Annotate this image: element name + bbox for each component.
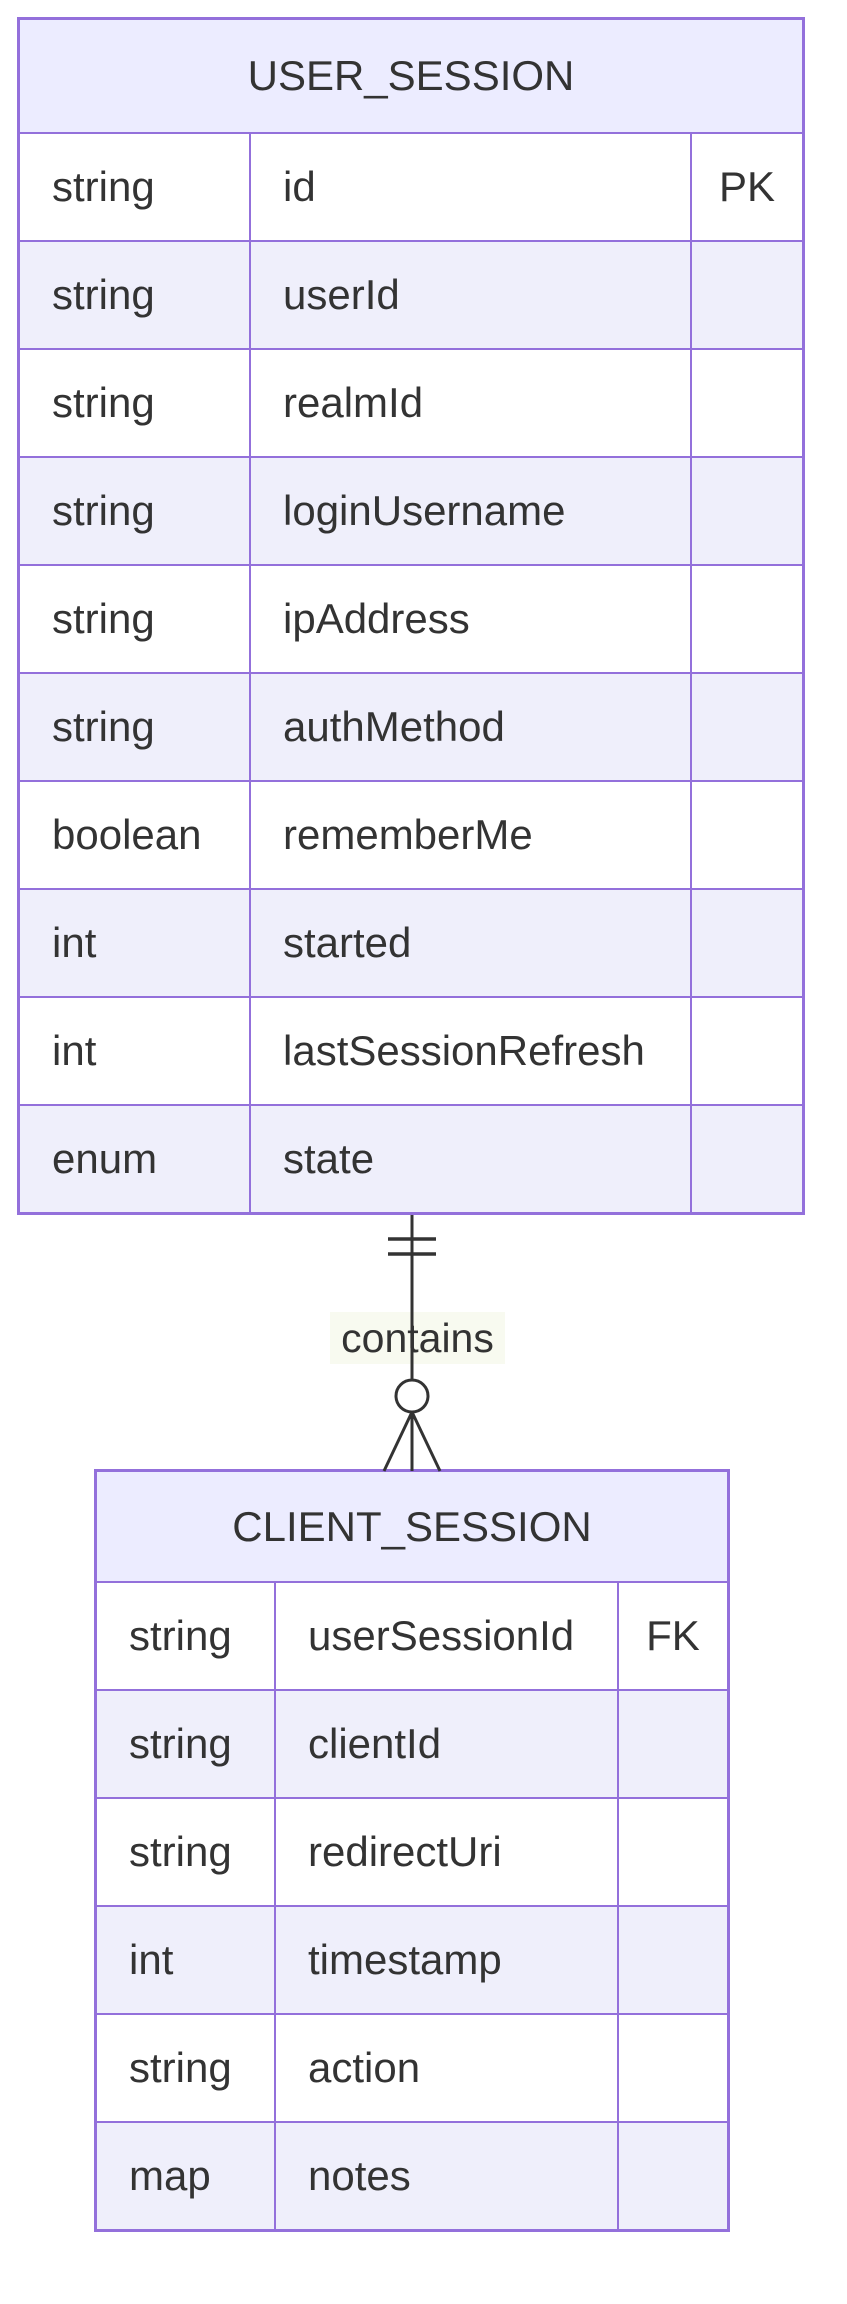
attribute-key-cell: PK: [692, 134, 802, 240]
relationship-label-background: [330, 1312, 505, 1364]
attribute-name-cell: state: [251, 1106, 690, 1212]
entity-user-session: USER_SESSION string id PK string userId …: [17, 17, 805, 1215]
attribute-key-cell: [692, 566, 802, 672]
attribute-type-cell: string: [20, 350, 249, 456]
attribute-name-cell: rememberMe: [251, 782, 690, 888]
attribute-type-cell: int: [20, 890, 249, 996]
attribute-name-cell: loginUsername: [251, 458, 690, 564]
relationship-label: contains: [341, 1314, 494, 1361]
attribute-name-cell: realmId: [251, 350, 690, 456]
attribute-name-cell: notes: [276, 2123, 617, 2229]
attribute-name-cell: userId: [251, 242, 690, 348]
attribute-type-cell: boolean: [20, 782, 249, 888]
attribute-type-cell: string: [97, 1691, 274, 1797]
attribute-key-cell: [692, 458, 802, 564]
entity-title: CLIENT_SESSION: [97, 1472, 727, 1581]
attribute-type-cell: map: [97, 2123, 274, 2229]
attribute-key-cell: [619, 2015, 727, 2121]
attribute-name-cell: id: [251, 134, 690, 240]
crow-foot-icon: [382, 1411, 442, 1472]
attribute-type-cell: string: [97, 1799, 274, 1905]
attribute-key-cell: [619, 1799, 727, 1905]
attribute-key-cell: [692, 998, 802, 1104]
cardinality-one-and-only-one-icon: [388, 1237, 436, 1256]
attribute-key-cell: [692, 890, 802, 996]
attribute-key-cell: [692, 674, 802, 780]
attribute-name-cell: started: [251, 890, 690, 996]
attribute-key-cell: [619, 1907, 727, 2013]
attribute-key-cell: [692, 1106, 802, 1212]
attribute-name-cell: ipAddress: [251, 566, 690, 672]
cardinality-zero-circle-icon: [394, 1378, 430, 1414]
attribute-type-cell: string: [97, 2015, 274, 2121]
attribute-key-cell: [692, 350, 802, 456]
attribute-type-cell: string: [20, 242, 249, 348]
attribute-type-cell: string: [97, 1583, 274, 1689]
attribute-name-cell: lastSessionRefresh: [251, 998, 690, 1104]
attribute-type-cell: string: [20, 458, 249, 564]
entity-client-session: CLIENT_SESSION string userSessionId FK s…: [94, 1469, 730, 2232]
attribute-type-cell: string: [20, 566, 249, 672]
attribute-name-cell: redirectUri: [276, 1799, 617, 1905]
entity-title: USER_SESSION: [20, 20, 802, 132]
attribute-type-cell: int: [20, 998, 249, 1104]
attribute-type-cell: enum: [20, 1106, 249, 1212]
attribute-name-cell: clientId: [276, 1691, 617, 1797]
attribute-type-cell: int: [97, 1907, 274, 2013]
attribute-type-cell: string: [20, 674, 249, 780]
attribute-name-cell: action: [276, 2015, 617, 2121]
attribute-type-cell: string: [20, 134, 249, 240]
attribute-name-cell: timestamp: [276, 1907, 617, 2013]
attribute-name-cell: userSessionId: [276, 1583, 617, 1689]
attribute-key-cell: [692, 782, 802, 888]
attribute-name-cell: authMethod: [251, 674, 690, 780]
attribute-key-cell: [619, 1691, 727, 1797]
attribute-key-cell: [619, 2123, 727, 2229]
attribute-key-cell: [692, 242, 802, 348]
attribute-key-cell: FK: [619, 1583, 727, 1689]
